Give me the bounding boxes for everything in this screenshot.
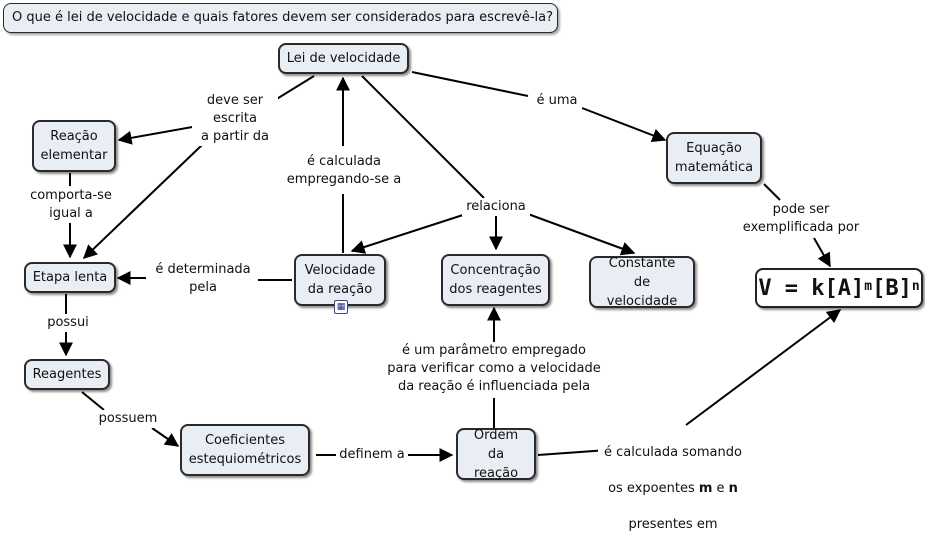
- node-ordem-da-reacao[interactable]: Ordem da reação: [456, 427, 536, 481]
- node-concentracao-dos-reagentes[interactable]: Concentração dos reagentes: [441, 254, 550, 306]
- node-label: Constante de velocidade: [606, 255, 678, 309]
- edge-relaciona-velocidade: [350, 213, 467, 254]
- node-label: Reagentes: [32, 367, 102, 382]
- label-e-determinada: é determinada pela: [148, 261, 258, 297]
- edge-deveser-etapa: [82, 144, 203, 259]
- node-lei-de-velocidade[interactable]: Lei de velocidade: [278, 43, 409, 74]
- node-label: Ordem da reação: [473, 427, 519, 481]
- node-label: Equação matemática: [674, 141, 754, 175]
- label-calculada-e: e: [712, 481, 729, 496]
- node-label: Etapa lenta: [32, 270, 108, 285]
- focus-question: O que é lei de velocidade e quais fatore…: [3, 3, 558, 33]
- node-etapa-lenta[interactable]: Etapa lenta: [24, 262, 116, 293]
- label-calculada-line2: os expoentes m e n: [598, 480, 748, 498]
- node-velocidade-da-reacao[interactable]: Velocidade da reação: [294, 254, 386, 306]
- node-label: Velocidade da reação: [304, 263, 376, 297]
- edge-deveser-reacao: [117, 125, 199, 145]
- node-label: Coeficientes estequiométricos: [188, 433, 302, 467]
- edge-reagentes-possuem: [81, 391, 105, 411]
- label-possuem: possuem: [96, 410, 160, 428]
- edge-equacao-podeser: [763, 183, 781, 201]
- concept-map-link-icon[interactable]: ▦: [334, 300, 348, 314]
- label-e-calculada: é calculada empregando-se a: [282, 153, 406, 189]
- label-comporta-se: comporta-se igual a: [26, 187, 116, 223]
- node-reagentes[interactable]: Reagentes: [24, 359, 110, 390]
- edge-calculada-formula: [685, 309, 842, 426]
- edge-lei-euma: [411, 71, 529, 97]
- label-definem-a: definem a: [336, 446, 408, 464]
- label-calculada-line1: é calculada somando: [604, 445, 742, 460]
- label-calculada-n: n: [728, 481, 738, 496]
- formula-mid: [B]: [872, 275, 912, 301]
- node-reacao-elementar[interactable]: Reação elementar: [32, 120, 116, 172]
- label-possui: possui: [44, 314, 92, 332]
- node-label: Lei de velocidade: [286, 51, 401, 66]
- node-label: Concentração dos reagentes: [449, 263, 542, 297]
- node-equacao-matematica[interactable]: Equação matemática: [666, 132, 762, 184]
- node-coeficientes-estequiometricos[interactable]: Coeficientes estequiométricos: [180, 424, 310, 476]
- formula-prefix: V = k[A]: [758, 275, 865, 301]
- label-pode-ser: pode ser exemplificada por: [738, 201, 864, 237]
- edge-relaciona-constante: [527, 213, 636, 256]
- node-label: Reação elementar: [40, 129, 108, 163]
- label-deve-ser-escrita: deve ser escrita a partir da: [192, 92, 278, 146]
- label-calculada-line3: presentes em: [628, 517, 718, 532]
- formula-exp-m: m: [864, 278, 873, 294]
- label-relaciona: relaciona: [462, 198, 530, 216]
- edge-ordem-calculada: [537, 449, 609, 456]
- edge-lei-relaciona: [361, 75, 485, 199]
- edge-layer: [59, 71, 842, 462]
- label-calculada-m: m: [698, 481, 713, 496]
- label-parametro-empregado: é um parâmetro empregado para verificar …: [384, 342, 604, 396]
- edge-euma-equacao: [581, 107, 667, 142]
- label-calculada-somando: é calculada somando os expoentes m e n p…: [598, 426, 748, 552]
- edge-possuem-coef: [151, 427, 180, 447]
- node-formula[interactable]: V = k[A]m[B]n: [755, 268, 923, 308]
- label-e-uma: é uma: [532, 92, 582, 110]
- node-constante-de-velocidade[interactable]: Constante de velocidade: [589, 255, 695, 309]
- edge-podeser-formula: [813, 237, 831, 268]
- label-calculada-text: os expoentes: [608, 481, 699, 496]
- formula-exp-n: n: [911, 278, 920, 294]
